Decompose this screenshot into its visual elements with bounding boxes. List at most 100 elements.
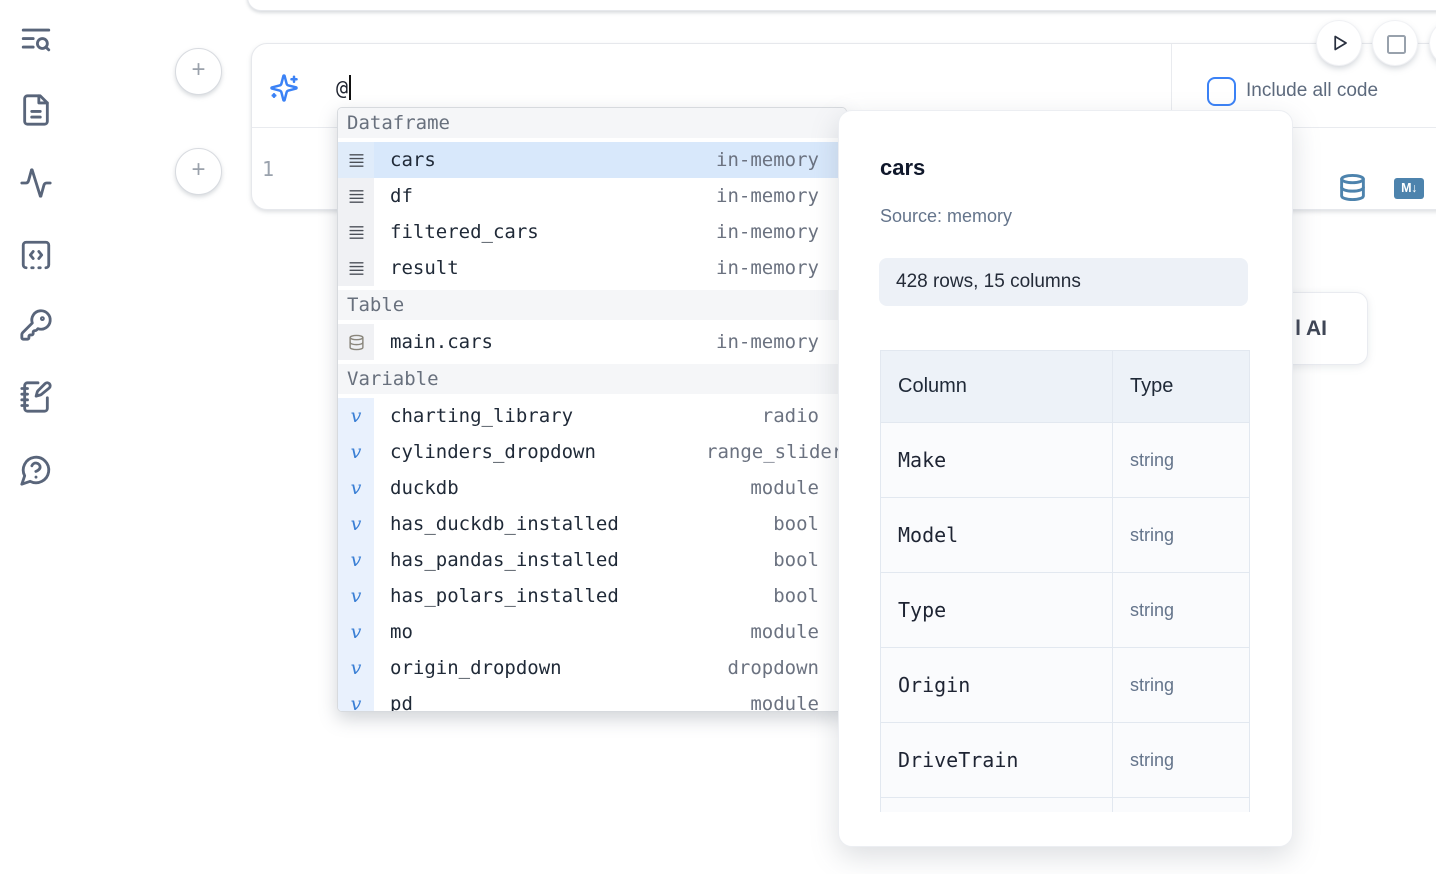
variable-icon: v (338, 542, 374, 578)
completion-item-df[interactable]: df in-memory (338, 178, 846, 214)
completion-item-type: in-memory (716, 221, 819, 243)
previous-cell-fragment (247, 0, 1436, 11)
sparkles-icon (269, 73, 299, 103)
add-cell-button-bottom[interactable]: + (175, 148, 222, 195)
completion-item-cylinders_dropdown[interactable]: v cylinders_dropdown range_slider (338, 434, 846, 470)
include-all-code-label: Include all code (1246, 80, 1379, 101)
file-text-icon[interactable] (19, 93, 53, 127)
database-icon[interactable] (1338, 172, 1367, 203)
schema-row-Type: Type string (881, 573, 1249, 648)
clipped-extra-button[interactable] (1430, 21, 1436, 65)
schema-column-name: Origin (881, 648, 1113, 722)
completion-item-name: duckdb (390, 477, 459, 499)
completion-item-name: has_duckdb_installed (390, 513, 619, 535)
text-search-icon[interactable] (19, 23, 53, 57)
completion-item-type: range_slider (706, 441, 844, 463)
completion-item-type: bool (773, 585, 819, 607)
dataframe-icon (338, 142, 374, 178)
stop-cell-button[interactable] (1373, 21, 1417, 65)
include-all-code-checkbox[interactable] (1207, 77, 1236, 106)
completion-item-charting_library[interactable]: v charting_library radio (338, 398, 846, 434)
markdown-icon[interactable]: M↓ (1394, 178, 1424, 199)
schema-column-name: Type (881, 573, 1113, 647)
schema-row-Make: Make string (881, 423, 1249, 498)
key-icon[interactable] (19, 308, 53, 342)
preview-title: cars (880, 155, 926, 180)
schema-column-name: Make (881, 423, 1113, 497)
schema-column-name: DriveTrain (881, 723, 1113, 797)
line-number: 1 (262, 157, 275, 181)
dataframe-icon (338, 250, 374, 286)
schema-column-name (881, 798, 1113, 812)
completion-item-name: main.cars (390, 331, 493, 353)
dataframe-icon (338, 214, 374, 250)
completion-item-name: df (390, 185, 413, 207)
completion-item-type: module (750, 477, 819, 499)
completion-item-type: radio (761, 405, 819, 427)
completion-item-type: dropdown (727, 657, 819, 679)
schema-column-type (1113, 798, 1249, 812)
completion-item-type: module (750, 621, 819, 643)
completion-item-filtered_cars[interactable]: filtered_cars in-memory (338, 214, 846, 250)
completion-item-origin_dropdown[interactable]: v origin_dropdown dropdown (338, 650, 846, 686)
completion-item-name: filtered_cars (390, 221, 539, 243)
completion-item-type: in-memory (716, 331, 819, 353)
completion-item-name: pd (390, 693, 413, 712)
notebook-pen-icon[interactable] (19, 380, 53, 414)
schema-column-type: string (1130, 449, 1175, 470)
completion-item-has_duckdb_installed[interactable]: v has_duckdb_installed bool (338, 506, 846, 542)
completion-item-has_polars_installed[interactable]: v has_polars_installed bool (338, 578, 846, 614)
completion-item-cars[interactable]: cars in-memory (338, 142, 846, 178)
completion-item-name: origin_dropdown (390, 657, 562, 679)
variable-icon: v (338, 578, 374, 614)
variable-icon: v (338, 398, 374, 434)
completion-item-type: in-memory (716, 185, 819, 207)
completion-item-main.cars[interactable]: main.cars in-memory (338, 324, 846, 360)
completion-item-type: bool (773, 513, 819, 535)
completion-section-header: Variable (338, 364, 846, 394)
variable-icon: v (338, 650, 374, 686)
preview-source: Source: memory (880, 206, 1013, 226)
activity-icon[interactable] (19, 166, 53, 200)
run-cell-button[interactable] (1317, 21, 1361, 65)
completion-item-name: cars (390, 149, 436, 171)
completion-section-header: Dataframe (338, 108, 846, 138)
completion-item-name: mo (390, 621, 413, 643)
help-chat-icon[interactable] (19, 453, 53, 487)
schema-column-name: Model (881, 498, 1113, 572)
ai-prompt-input[interactable]: @ (336, 75, 352, 100)
schema-row-DriveTrain: DriveTrain string (881, 723, 1249, 798)
variable-icon: v (338, 614, 374, 650)
schema-column-type: string (1130, 749, 1175, 770)
schema-header-column: Column (881, 351, 1113, 422)
completion-item-type: in-memory (716, 149, 819, 171)
variable-icon: v (338, 686, 374, 711)
completion-item-type: module (750, 693, 819, 712)
database-icon (338, 324, 374, 360)
completion-item-type: bool (773, 549, 819, 571)
schema-column-type: string (1130, 524, 1175, 545)
dataframe-icon (338, 178, 374, 214)
schema-header-row: Column Type (881, 351, 1249, 423)
schema-column-type: string (1130, 599, 1175, 620)
completion-item-name: has_polars_installed (390, 585, 619, 607)
add-cell-button-top[interactable]: + (175, 48, 222, 95)
code-block-icon[interactable] (19, 238, 53, 272)
completion-item-name: charting_library (390, 405, 574, 427)
completion-item-name: result (390, 257, 459, 279)
completion-section-header: Table (338, 290, 846, 320)
dataframe-preview-panel: cars Source: memory 428 rows, 15 columns… (838, 110, 1293, 847)
completion-item-name: cylinders_dropdown (390, 441, 596, 463)
schema-header-type: Type (1130, 375, 1174, 397)
variable-icon: v (338, 506, 374, 542)
variable-icon: v (338, 434, 374, 470)
